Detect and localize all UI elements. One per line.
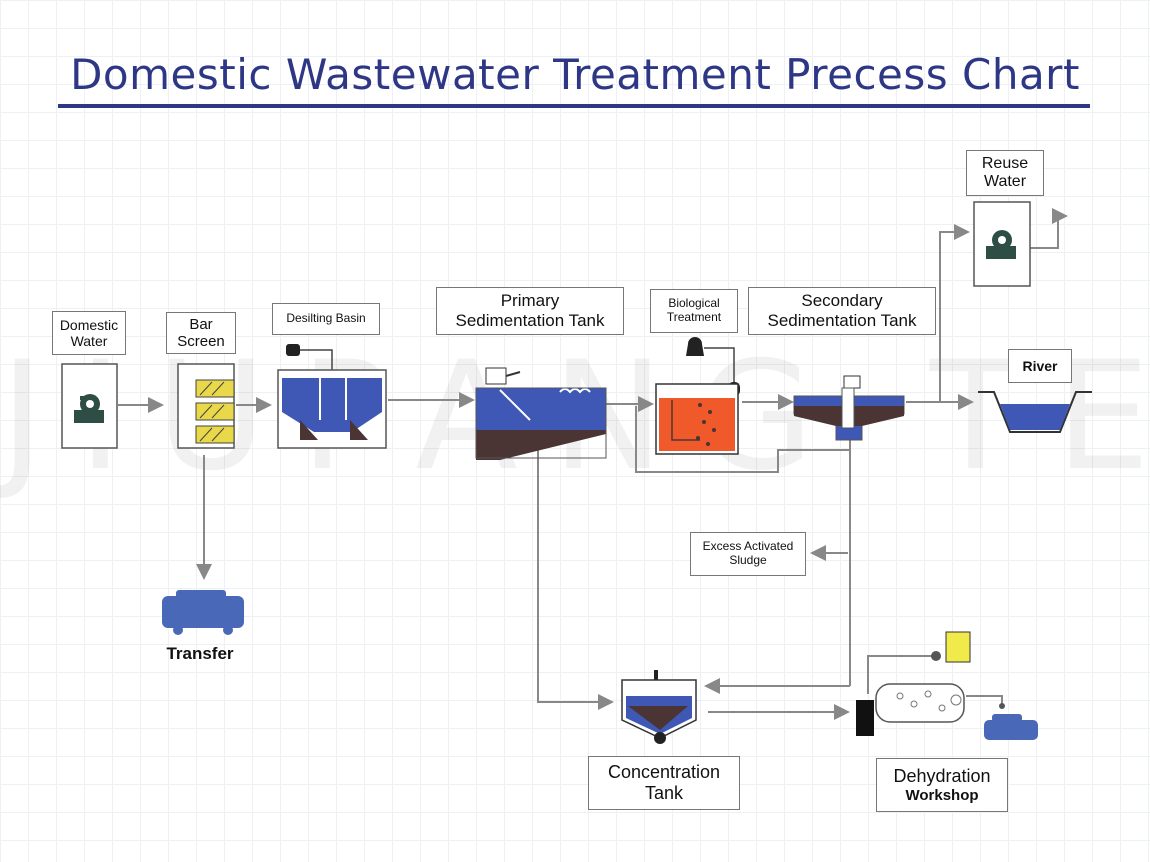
river-basin [978,391,1092,433]
flow-reuse-out [1030,208,1068,249]
secondary-sedimentation-tank [793,375,905,441]
label-line: Sludge [729,553,767,567]
label-reuse-water: Reuse Water [966,150,1044,196]
label-line: Excess Activated [702,539,794,554]
reuse-water-pump [973,201,1031,287]
dehydration-equipment [856,631,1038,740]
flow-dehydration-out [966,695,1003,706]
label-line: Concentration [607,762,721,783]
label-line: Screen [177,333,225,350]
label-line: Treatment [666,310,722,324]
desilting-basin-tank [277,344,387,449]
label-biological-treatment: Biological Treatment [650,289,738,333]
label-line: Water [983,173,1027,190]
label-river: River [1008,349,1072,383]
label-line: Secondary [801,291,883,311]
flow-primary-to-concentration [537,446,614,710]
flow-return-sludge [635,406,851,473]
bar-screen-unit [177,363,235,449]
primary-sedimentation-tank [475,367,607,460]
label-concentration-tank: Concentration Tank [588,756,740,810]
label-transfer: Transfer [166,644,234,663]
label-desilting-basin: Desilting Basin [272,303,380,335]
label-excess-activated-sludge: Excess Activated Sludge [690,532,806,576]
transfer-truck-icon [162,590,244,635]
flow-to-reuse [939,224,970,402]
label-line: Reuse [981,154,1029,172]
label-line: Sedimentation Tank [767,311,917,330]
concentration-tank [621,670,697,744]
label-line: Water [70,333,108,349]
label-line: Desilting Basin [286,311,366,326]
title-underline [58,104,1090,108]
label-line: Primary [500,291,560,311]
label-line: River [1022,357,1058,374]
label-line: Dehydration [893,766,991,787]
flow-lines [118,208,1068,720]
label-line: Workshop [905,786,979,804]
biological-treatment-tank [655,337,740,455]
domestic-water-pump [61,363,118,449]
label-domestic-water: Domestic Water [52,311,126,355]
label-line: Tank [644,783,684,803]
label-bar-screen: Bar Screen [166,312,236,354]
page-title: Domestic Wastewater Treatment Precess Ch… [70,50,1080,99]
label-dehydration-workshop: Dehydration Workshop [876,758,1008,812]
label-line: Domestic [59,316,119,333]
flow-chemical-feed [867,655,934,694]
label-line: Biological [668,296,720,311]
label-line: Bar [189,315,213,333]
label-line: Sedimentation Tank [455,311,605,330]
label-secondary-sedimentation: Secondary Sedimentation Tank [748,287,936,335]
label-primary-sedimentation: Primary Sedimentation Tank [436,287,624,335]
